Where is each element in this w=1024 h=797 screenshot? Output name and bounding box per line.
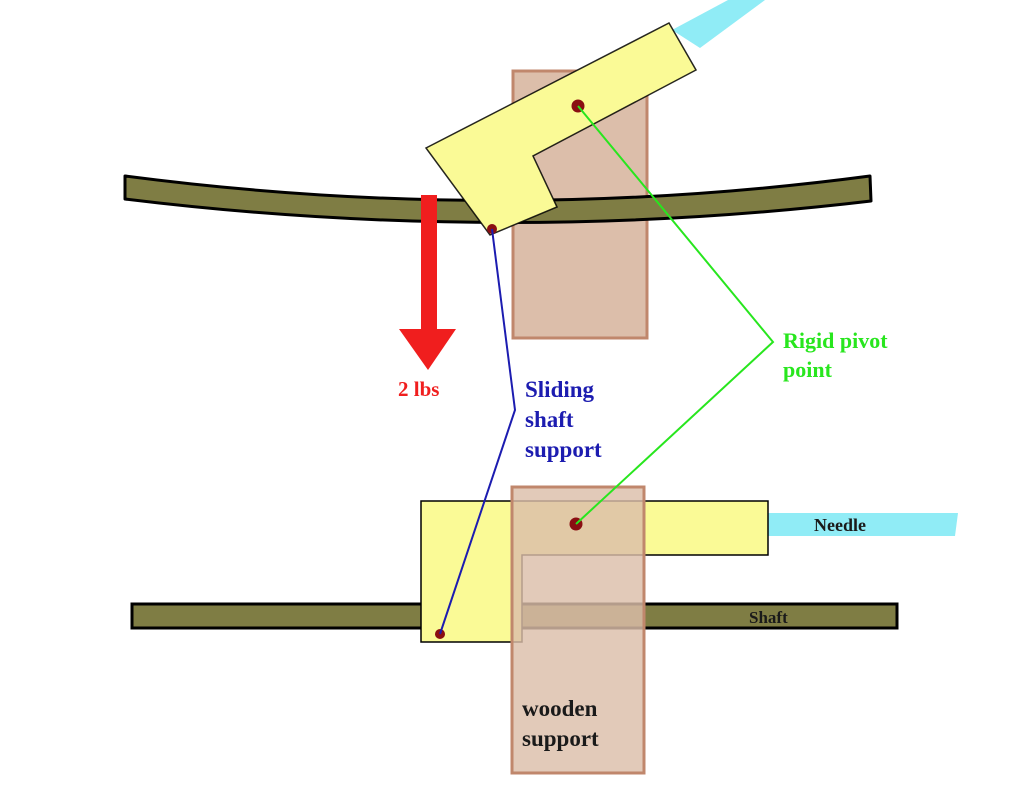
needle-top <box>672 0 765 48</box>
pivot-leader <box>575 105 775 525</box>
sliding-support-label-line1: Sliding <box>525 377 595 402</box>
wooden-support-label-line1: wooden <box>522 696 598 721</box>
sliding-support-leader <box>439 228 517 635</box>
wooden-support-bottom <box>510 485 646 775</box>
shaft-label: Shaft <box>749 608 788 627</box>
wooden-support-label: wooden support <box>522 696 599 751</box>
pivot-label-line2: point <box>783 357 833 382</box>
needle-label: Needle <box>814 515 866 535</box>
shaft-bent <box>123 174 873 224</box>
sliding-support-label-line2: shaft <box>525 407 574 432</box>
pivot-label-line1: Rigid pivot <box>783 328 888 353</box>
wooden-support-label-line2: support <box>522 726 599 751</box>
bracket-top <box>424 22 698 236</box>
force-arrow <box>399 195 456 370</box>
force-label: 2 lbs <box>398 377 439 401</box>
sliding-support-label: Sliding shaft support <box>525 377 602 462</box>
needle-bottom <box>768 513 958 536</box>
pivot-label: Rigid pivot point <box>783 328 888 382</box>
sliding-support-label-line3: support <box>525 437 602 462</box>
